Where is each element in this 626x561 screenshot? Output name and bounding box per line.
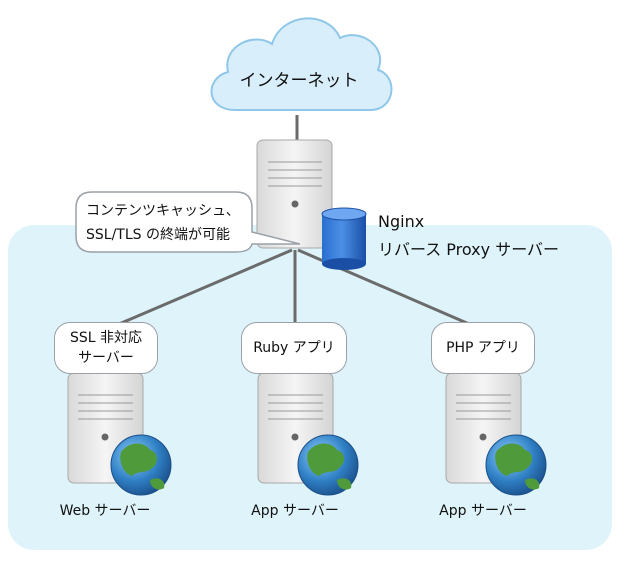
web-server-label: Web サーバー	[59, 503, 151, 519]
php-server-globe-icon	[485, 434, 547, 496]
php-app-tag-text: PHP アプリ	[446, 340, 520, 356]
proxy-callout-text-line2: SSL/TLS の終端が可能	[86, 227, 230, 243]
proxy-callout-text-line1: コンテンツキャッシュ、	[86, 203, 240, 219]
ruby-app-tag: Ruby アプリ	[241, 322, 347, 374]
ruby-app-tag-text: Ruby アプリ	[253, 340, 335, 356]
proxy-name-label: Nginx	[378, 212, 425, 231]
web-server-tag: SSL 非対応 サーバー	[54, 322, 158, 374]
php-server-label: App サーバー	[439, 503, 527, 519]
database-icon	[321, 207, 367, 270]
php-app-tag: PHP アプリ	[431, 322, 535, 374]
ruby-server-globe-icon	[297, 434, 359, 496]
internet-label: インターネット	[239, 71, 359, 91]
web-server-tag-line2: サーバー	[78, 350, 134, 366]
proxy-callout-shape	[75, 191, 301, 253]
internet-cloud-icon	[210, 17, 393, 111]
proxy-role-label: リバース Proxy サーバー	[378, 240, 560, 259]
ruby-server-label: App サーバー	[251, 503, 339, 519]
proxy-to-web-line	[104, 248, 293, 332]
web-server-globe-icon	[110, 434, 172, 496]
web-server-tag-line1: SSL 非対応	[69, 330, 143, 346]
proxy-server-icon	[256, 139, 333, 249]
